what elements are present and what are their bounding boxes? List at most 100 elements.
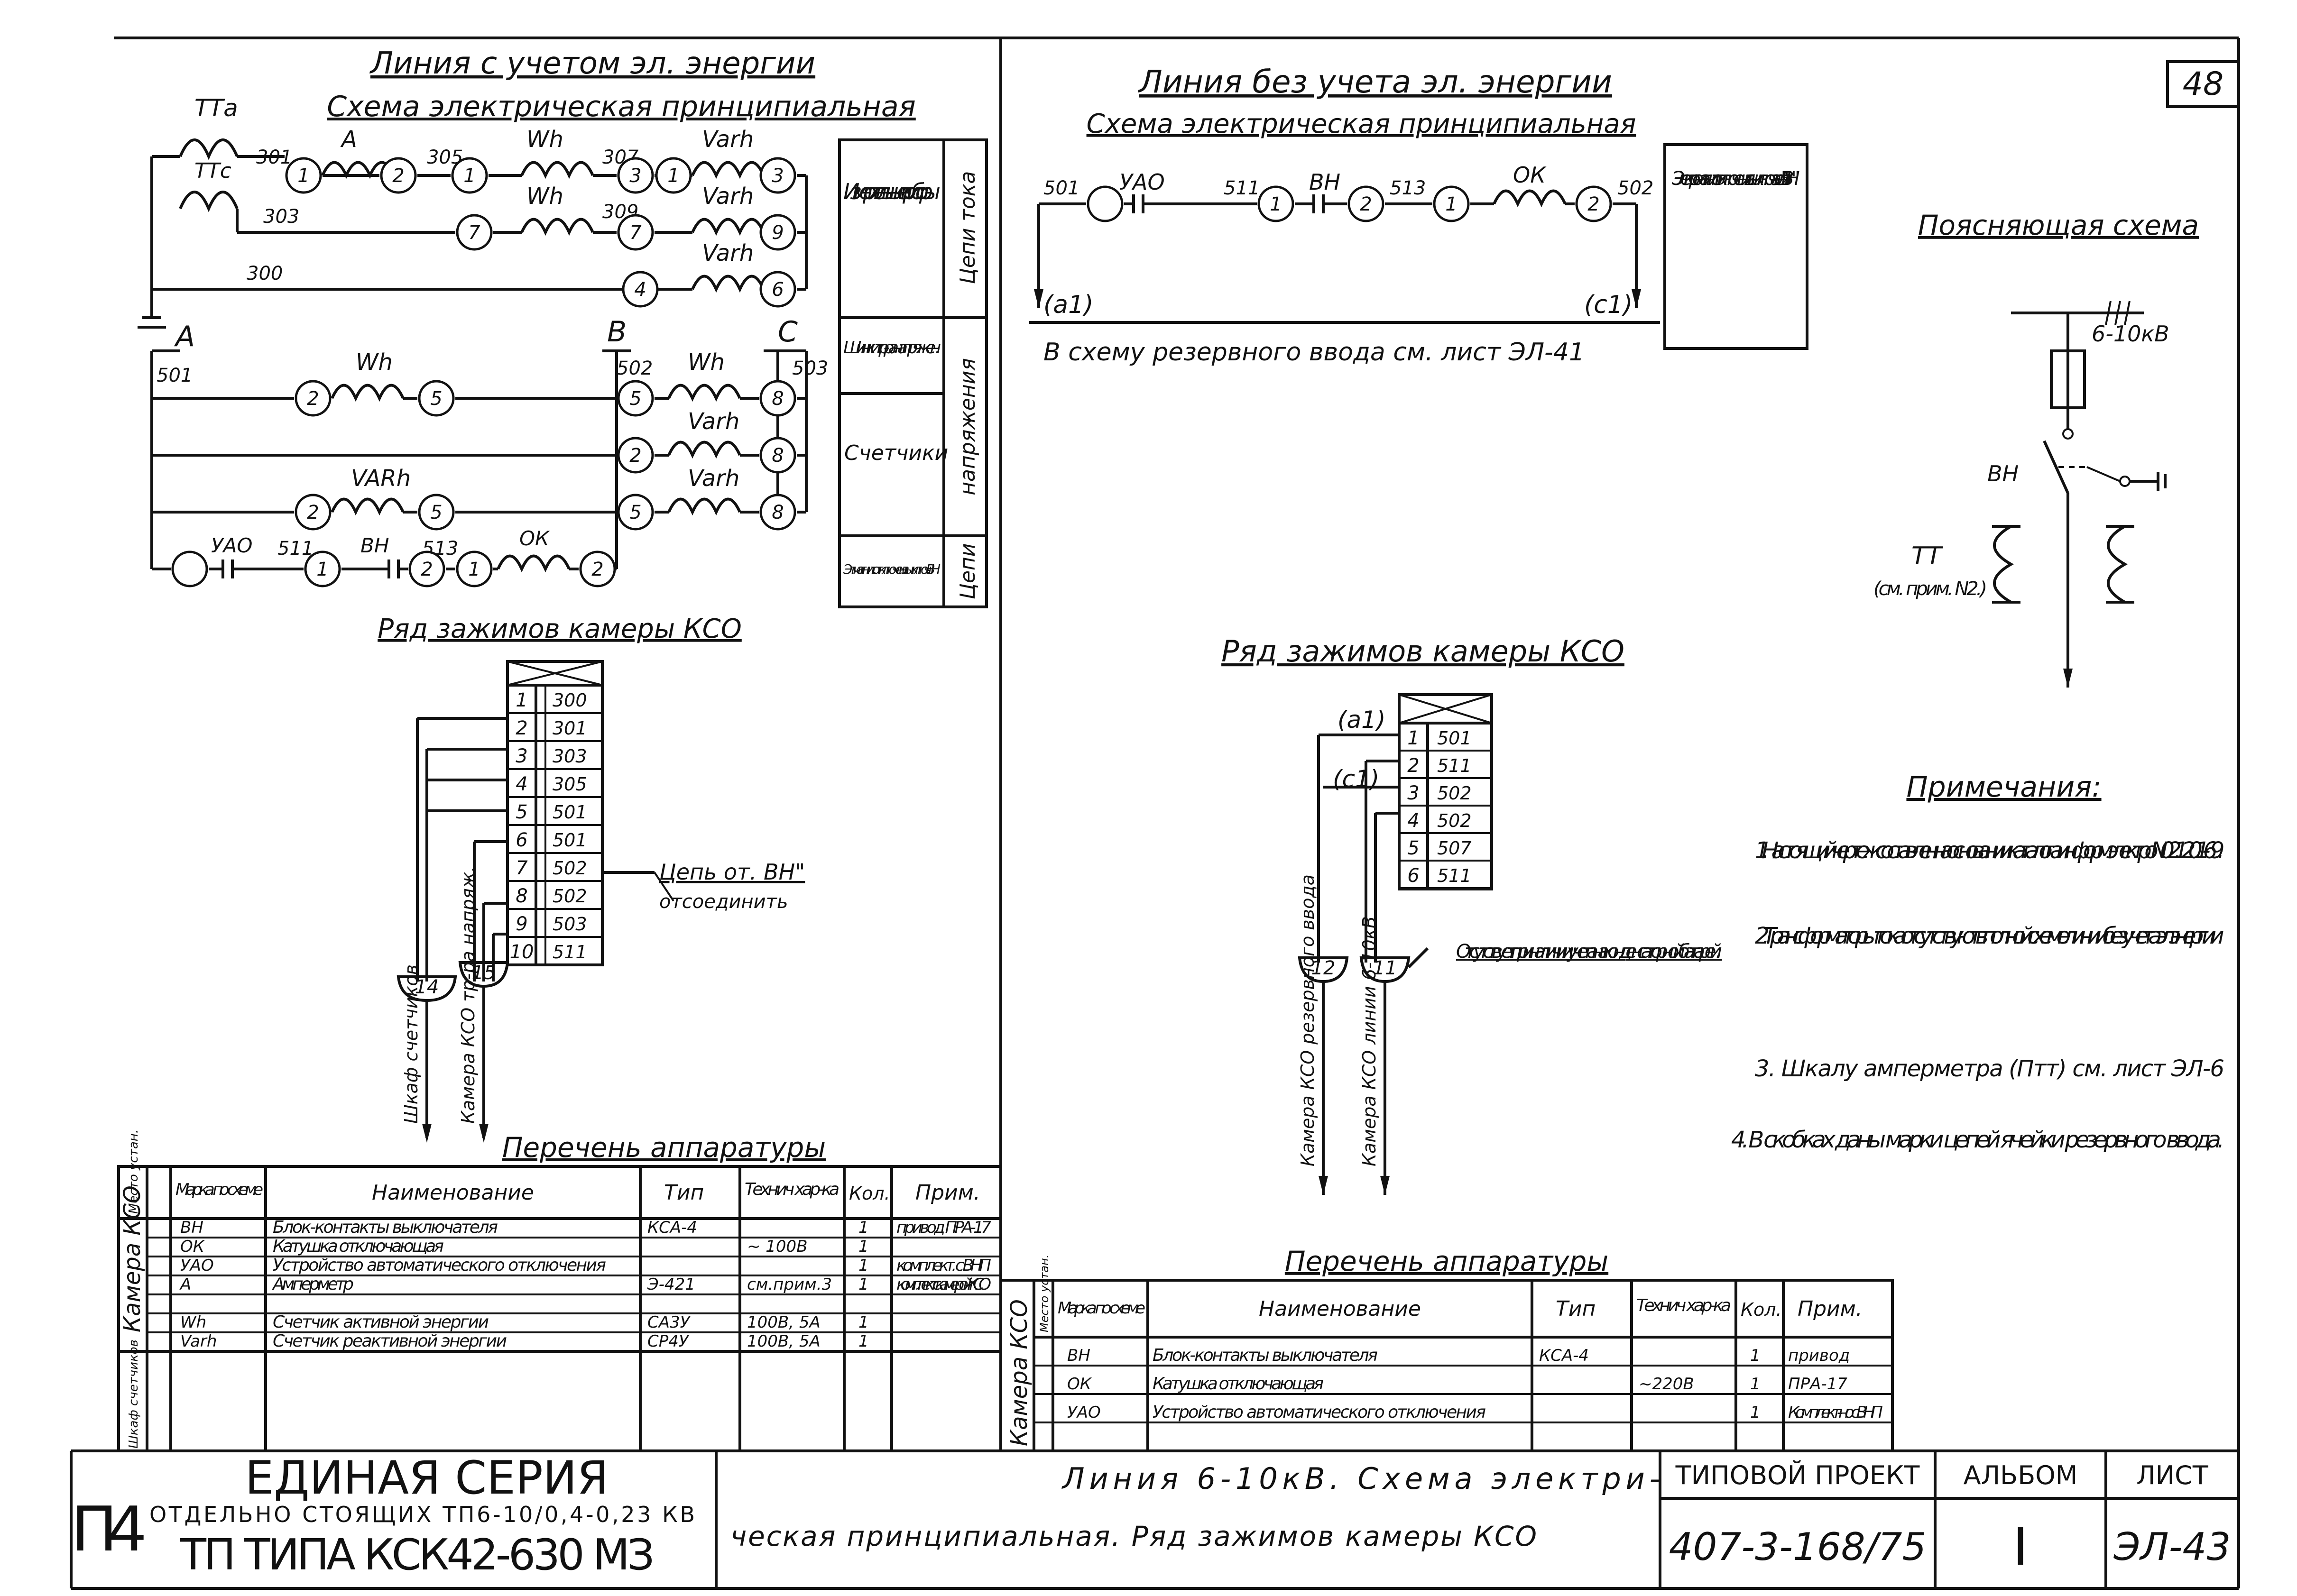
- eq-mark: Wh: [180, 1313, 206, 1332]
- eq-mark: ВН: [1067, 1346, 1090, 1365]
- eq-qty: 1: [1750, 1403, 1761, 1422]
- eq-mark: ОК: [1067, 1375, 1092, 1394]
- eq-type: КСА-4: [1539, 1346, 1589, 1365]
- device-uao: УАО: [211, 534, 252, 557]
- terminal-wire: 303: [553, 746, 587, 767]
- cable-12-dest: Камера КСО резервного ввода: [1297, 874, 1318, 1166]
- current-wire-labels: 301 303 300 305 307 309: [247, 147, 639, 284]
- eq-mark: УАО: [1067, 1403, 1101, 1422]
- node: 7: [629, 222, 642, 244]
- note-3: 3. Шкалу амперметра (Птт) см. лист ЭЛ-6: [1755, 1055, 2224, 1082]
- voltage-nodes: 2 5 5 8 2 8 2 5 5 8 1 2 1 2: [171, 380, 796, 587]
- terminal-wire: 502: [553, 858, 587, 879]
- eq-note: ПРА-17: [1788, 1375, 1847, 1394]
- sheet-number-box: [2166, 60, 2240, 108]
- device-wh-4: Wh: [688, 349, 725, 376]
- header-type: Тип: [664, 1181, 704, 1205]
- terminal-wire: 511: [1437, 865, 1472, 886]
- eq-note: Комплект-но с ВНП: [1788, 1403, 1883, 1422]
- bus-a-label: A: [174, 320, 195, 353]
- cable-15-dest: Камера КСО тр-ра напряж.: [458, 866, 479, 1124]
- device-varh-4: Varh: [688, 408, 739, 435]
- sheet-number: 48: [2183, 65, 2224, 103]
- eq-note: привод: [1788, 1346, 1850, 1365]
- eq-name: Блок-контакты выключателя: [1153, 1346, 1378, 1365]
- project-number: 407-3-168/75: [1669, 1525, 1927, 1569]
- r-header-note: Прим.: [1798, 1297, 1863, 1321]
- r-header-place: Место устан.: [1038, 1255, 1051, 1332]
- terminal-wire: 511: [553, 942, 587, 963]
- right-nodes: 1 2 1 2: [1087, 185, 1612, 222]
- note-1: 1. Настоящий чертеж состав-лен на основа…: [1755, 837, 2224, 864]
- project-label: ТИПОВОЙ ПРОЕКТ: [1675, 1460, 1920, 1490]
- terminal-wire: 300: [553, 690, 587, 711]
- terminal-wire: 511: [1437, 755, 1472, 776]
- title-block: П4 ЕДИНАЯ СЕРИЯ ОТДЕЛЬНО СТОЯЩИХ ТП6-10/…: [70, 1449, 2239, 1590]
- eq-qty: 1: [858, 1313, 869, 1332]
- header-mark: Марка по схеме: [175, 1180, 263, 1199]
- eq-spec: см.прим.3: [747, 1275, 832, 1294]
- terminal-number: 2: [516, 717, 527, 739]
- r-header-spec: Технич хар-ка: [1636, 1296, 1731, 1315]
- eq-spec: 100В, 5А: [747, 1313, 821, 1332]
- node: 2: [307, 502, 319, 523]
- eq-spec: 100В, 5А: [747, 1332, 821, 1351]
- left-equipment-table: [117, 1165, 1002, 1452]
- drawing-title-2: ческая принципиальная. Ряд зажимов камер…: [730, 1520, 1537, 1552]
- drawing-title-1: Линия 6-10кВ. Схема электри-: [1061, 1461, 1660, 1496]
- terminal-number: 3: [1407, 782, 1419, 804]
- node: 5: [430, 388, 442, 410]
- eq-qty: 1: [1750, 1346, 1761, 1365]
- right-subtitle: Схема электрическая принципиальная: [1087, 109, 1636, 139]
- device-ok: ОК: [519, 527, 550, 550]
- right-group-kso: Камера КСО: [1006, 1299, 1033, 1446]
- left-note-label-2: отсоединить: [659, 891, 788, 913]
- voltage-circuit: [152, 349, 808, 578]
- cable-14-number: 14: [415, 976, 439, 998]
- album-label: АЛЬБОМ: [1964, 1460, 2078, 1490]
- left-equipment-title: Перечень аппаратуры: [502, 1131, 826, 1164]
- right-equipment-title: Перечень аппаратуры: [1285, 1245, 1608, 1277]
- node: 1: [1445, 193, 1457, 215]
- terminal-wire: 501: [1437, 728, 1472, 749]
- eq-mark: ВН: [180, 1218, 203, 1237]
- right-wire-501: 501: [1043, 177, 1079, 199]
- node: 2: [1587, 193, 1599, 215]
- voltage-device-labels: Wh Wh Varh VARh Varh УАО ВН ОК: [211, 349, 739, 557]
- right-term-a1: (а1): [1338, 706, 1385, 734]
- ct-c-label: ТТс: [194, 159, 231, 183]
- terminal-number: 5: [1407, 837, 1419, 859]
- terminal-number: 7: [516, 857, 528, 879]
- device-wh-1: Wh: [526, 126, 563, 153]
- header-qty: Кол.: [849, 1183, 890, 1204]
- header-spec: Технич хар-ка: [745, 1180, 839, 1199]
- left-subtitle: Схема электрическая принципиальная: [327, 90, 916, 123]
- side-table: Измери-тельные приборы Цепи тока Шинки т…: [838, 138, 988, 608]
- eq-qty: 1: [1750, 1375, 1761, 1394]
- cable-11-dest: Камера КСО линии 6-10кВ: [1359, 916, 1380, 1166]
- notes: 1. Настоящий чертеж состав-лен на основа…: [1731, 837, 2224, 1153]
- node: 2: [392, 165, 404, 187]
- current-device-labels: A Wh Varh Wh Varh Varh: [340, 126, 754, 266]
- side-voltage-label: напряжения: [956, 358, 980, 495]
- eq-qty: 1: [858, 1237, 869, 1256]
- right-terminal-title: Ряд зажимов камеры КСО: [1221, 634, 1624, 669]
- sheet-value: ЭЛ-43: [2113, 1525, 2231, 1569]
- node: 1: [316, 559, 328, 580]
- node: 1: [468, 559, 480, 580]
- eq-name: Катушка отключающая: [1153, 1374, 1324, 1394]
- right-circuit: [1029, 189, 1660, 324]
- terminal-number: 8: [516, 885, 527, 907]
- terminal-number: 3: [516, 745, 527, 767]
- terminal-number: 6: [516, 829, 527, 851]
- terminal-number: 9: [516, 913, 527, 935]
- node: 5: [629, 502, 641, 523]
- device-varh-2: Varh: [702, 183, 754, 210]
- eq-name: Устройство автоматического отключения: [1153, 1403, 1486, 1422]
- node: 8: [772, 388, 784, 410]
- node: 8: [772, 502, 784, 523]
- r-header-qty: Кол.: [1741, 1299, 1782, 1320]
- node: 1: [463, 165, 475, 187]
- explain-voltage: 6-10кВ: [2092, 321, 2169, 347]
